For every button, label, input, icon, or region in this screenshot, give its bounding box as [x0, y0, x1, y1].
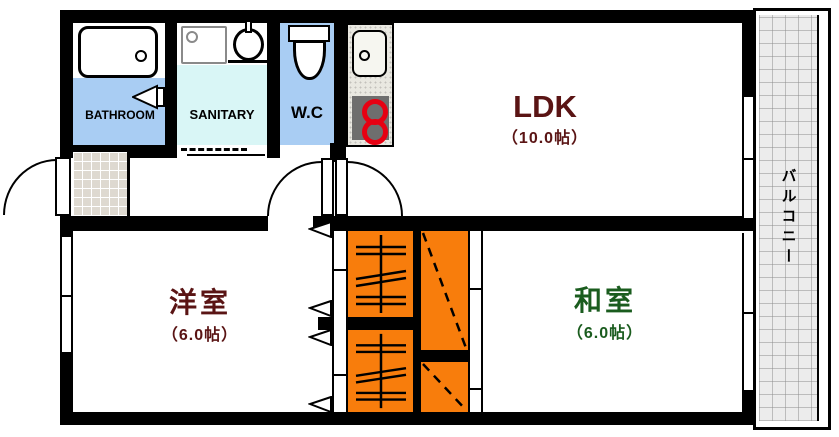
- room-size: （6.0帖）: [161, 326, 239, 344]
- track-tick: [468, 288, 483, 290]
- window-west: [60, 237, 73, 352]
- wall: [267, 10, 280, 158]
- folding-door-dash: [181, 148, 247, 151]
- wc-label: W.C: [290, 103, 324, 122]
- washing-machine-icon: [181, 26, 227, 64]
- toilet-bowl-icon: [293, 40, 326, 80]
- wall: [742, 10, 755, 97]
- sliding-door-track: [332, 231, 348, 412]
- wash-basin-icon: [233, 28, 264, 61]
- wall: [413, 350, 483, 362]
- door-swing-icon: [347, 161, 403, 216]
- kitchen-sink-icon: [352, 30, 387, 77]
- window-tick: [744, 311, 753, 314]
- wall: [334, 10, 346, 162]
- balcony: バルコニー: [753, 8, 831, 430]
- ldk-label: LDK （10.0帖）: [445, 89, 645, 148]
- sliding-door-arrow-icon: [308, 221, 332, 238]
- basin-shelf: [228, 60, 268, 63]
- japanese-room-label: 和室 （6.0帖）: [505, 285, 705, 342]
- sliding-door-arrow-icon: [308, 300, 332, 317]
- room-size: （10.0帖）: [501, 130, 589, 148]
- room-name: 和室: [573, 285, 636, 316]
- burner-icon: [362, 119, 388, 145]
- closet-shelf-lines: [355, 235, 407, 313]
- wall: [60, 10, 755, 23]
- gas-stove-icon: [352, 96, 389, 145]
- entrance-door: [55, 157, 71, 216]
- closet-dashed-icon: [421, 362, 468, 412]
- balcony-label: バルコニー: [779, 168, 797, 268]
- room-name: LDK: [513, 89, 577, 124]
- closet-diagonal: [421, 232, 468, 349]
- washer-knob-icon: [186, 31, 198, 43]
- folding-door-line: [187, 154, 265, 156]
- entrance-tile: [73, 152, 130, 216]
- room-size: （6.0帖）: [566, 324, 644, 342]
- door-swing-icon: [3, 159, 57, 215]
- balcony-floor: バルコニー: [759, 15, 819, 421]
- bathroom-label: BATHROOM: [85, 108, 155, 122]
- futon-closet-icon: [348, 231, 413, 317]
- track-tick: [332, 269, 348, 271]
- sliding-door-track: [468, 231, 483, 412]
- sliding-door-arrow-icon: [308, 329, 332, 346]
- basin-tap-icon: [245, 20, 252, 33]
- wall: [60, 412, 755, 425]
- closet-diagonal: [422, 363, 467, 411]
- door-swing-icon: [267, 161, 322, 216]
- bathroom-door-icon: [132, 84, 165, 110]
- closet-shelf-lines: [355, 333, 407, 409]
- sink-drain-icon: [359, 50, 370, 61]
- wall: [330, 143, 346, 162]
- wall: [413, 231, 421, 412]
- sliding-door-arrow-icon: [308, 396, 332, 413]
- window-tick: [62, 294, 71, 297]
- closet-dashed-icon: [421, 231, 468, 350]
- wall: [60, 216, 268, 231]
- western-room-label: 洋室 （6.0帖）: [100, 287, 300, 344]
- futon-closet-icon: [348, 330, 413, 412]
- wall: [742, 390, 755, 425]
- sanitary-label: SANITARY: [189, 107, 255, 122]
- bathtub-icon: [78, 26, 158, 78]
- room-name: 洋室: [168, 287, 231, 318]
- wc-door: [321, 158, 334, 216]
- bathtub-drain-icon: [135, 50, 147, 62]
- track-tick: [468, 388, 483, 390]
- window-tick: [744, 157, 753, 160]
- wall: [165, 10, 177, 158]
- track-tick: [332, 374, 348, 376]
- wall: [60, 10, 73, 158]
- wall: [313, 216, 755, 231]
- sanitary-folding-door: [177, 145, 267, 158]
